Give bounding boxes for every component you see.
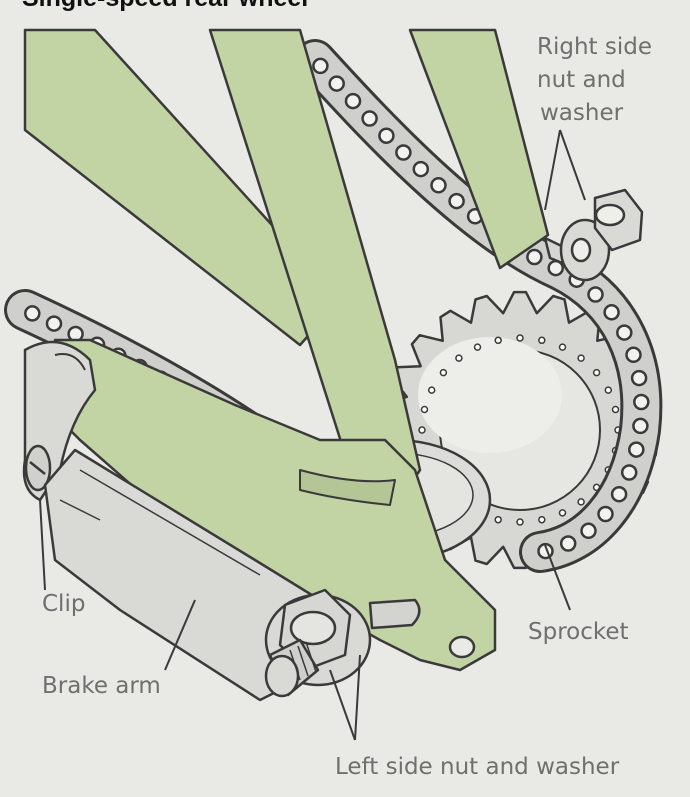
sprocket-hole xyxy=(473,343,482,351)
chain-link-pin xyxy=(620,464,638,481)
sprocket-hole xyxy=(538,515,546,524)
chain-link-pin xyxy=(412,160,430,178)
chain-link-pin xyxy=(526,248,543,266)
right-nut-and-washer xyxy=(543,188,644,282)
leader-sprocket xyxy=(544,544,571,611)
sprocket xyxy=(321,290,659,570)
sprocket-hole xyxy=(516,334,524,342)
leader-left-nut-2 xyxy=(354,654,361,741)
label-left-nut-and-washer: Left side nut and washer xyxy=(335,754,620,780)
sprocket-hole xyxy=(427,386,436,394)
leader-lines xyxy=(39,129,586,741)
chain-link-pin xyxy=(625,346,642,364)
chain-link-pin xyxy=(24,305,41,322)
diagram-title: Single-speed rear wheel xyxy=(22,0,308,13)
leader-brake-arm xyxy=(164,599,196,671)
clip xyxy=(22,340,97,502)
sprocket-hole xyxy=(439,368,448,377)
chain-link-pin xyxy=(430,177,447,194)
chain-link-pin xyxy=(344,92,362,110)
sprocket-hole xyxy=(420,405,429,414)
chain-link-pin xyxy=(587,286,604,303)
chain-link-pin xyxy=(616,324,633,341)
sprocket-hole xyxy=(604,386,613,394)
left-nut-and-washer xyxy=(264,588,421,698)
label-sprocket: Sprocket xyxy=(528,619,629,645)
leader-right-nut-2 xyxy=(559,129,586,201)
chain-link-pin xyxy=(603,304,620,321)
label-brake-arm: Brake arm xyxy=(42,673,161,699)
chain-link-pin xyxy=(378,127,395,144)
chain-link-pin xyxy=(448,192,465,210)
chain-link-pin xyxy=(312,57,329,75)
label-clip: Clip xyxy=(42,591,86,617)
sprocket-hole xyxy=(577,498,585,506)
chain-link-pin xyxy=(632,417,649,435)
chain-link-pin xyxy=(328,75,345,92)
sprocket-hole xyxy=(592,368,601,377)
chain-link-pin xyxy=(628,441,645,458)
chain-link-pin xyxy=(559,535,577,552)
chain-link-pin xyxy=(630,369,648,387)
label-right-nut-line1: Right side xyxy=(537,34,652,60)
chain-link-pin xyxy=(395,144,412,161)
leader-right-nut-1 xyxy=(544,129,561,211)
sprocket-hole xyxy=(558,343,567,351)
chain-link-pin xyxy=(633,393,650,411)
sprocket-hole xyxy=(455,354,463,362)
chain-link-pin xyxy=(45,315,63,332)
chain-link-pin xyxy=(610,485,628,503)
leader-clip xyxy=(39,499,46,591)
sprocket-hole xyxy=(494,515,502,524)
chain-link-pin xyxy=(361,110,378,127)
sprocket-hole xyxy=(577,354,585,362)
sprocket-hole xyxy=(538,336,546,345)
frame xyxy=(23,28,550,672)
sprocket-hole xyxy=(516,518,524,526)
leader-left-nut-1 xyxy=(329,669,356,741)
label-right-nut-line3: washer xyxy=(540,100,624,126)
chain-link-pin xyxy=(597,505,614,523)
sprocket-hole xyxy=(558,509,567,517)
sprocket-hole xyxy=(418,426,426,434)
sprocket-hole xyxy=(494,336,502,345)
label-right-nut-line2: nut and xyxy=(537,67,626,93)
sprocket-hole xyxy=(611,405,620,414)
chain-link-pin xyxy=(580,522,597,540)
